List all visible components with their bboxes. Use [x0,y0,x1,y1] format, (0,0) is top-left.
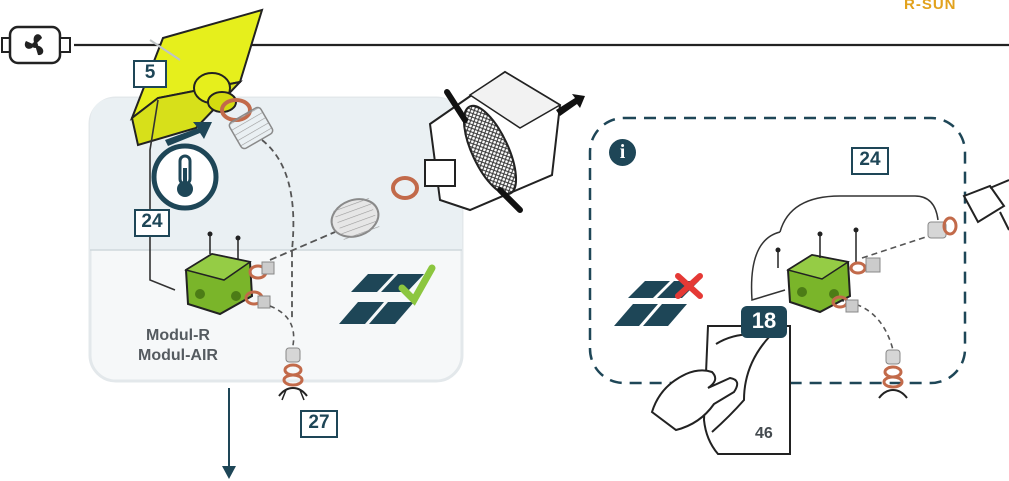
thermometer-icon [154,146,216,208]
conduit-gland [879,350,907,398]
step-number-cable-info: 24 [851,147,889,175]
module-label-air: Modul-AIR [108,346,248,366]
module-label: Modul-R Modul-AIR [108,326,248,366]
brand-logo: R-SUN [904,0,957,13]
info-icon: i [609,139,636,166]
junction-box-right [776,228,881,313]
step-number-conduit: 27 [300,410,338,438]
fan-icon [2,27,70,63]
duct-unit [425,72,560,210]
manual-page-badge: 18 [741,306,787,338]
module-label-r: Modul-R [108,326,248,346]
manual-page-number: 46 [755,425,773,443]
step-number-cable-left: 24 [134,209,170,237]
step-number-hood: 5 [133,60,167,88]
sensor-connector [928,180,1009,238]
